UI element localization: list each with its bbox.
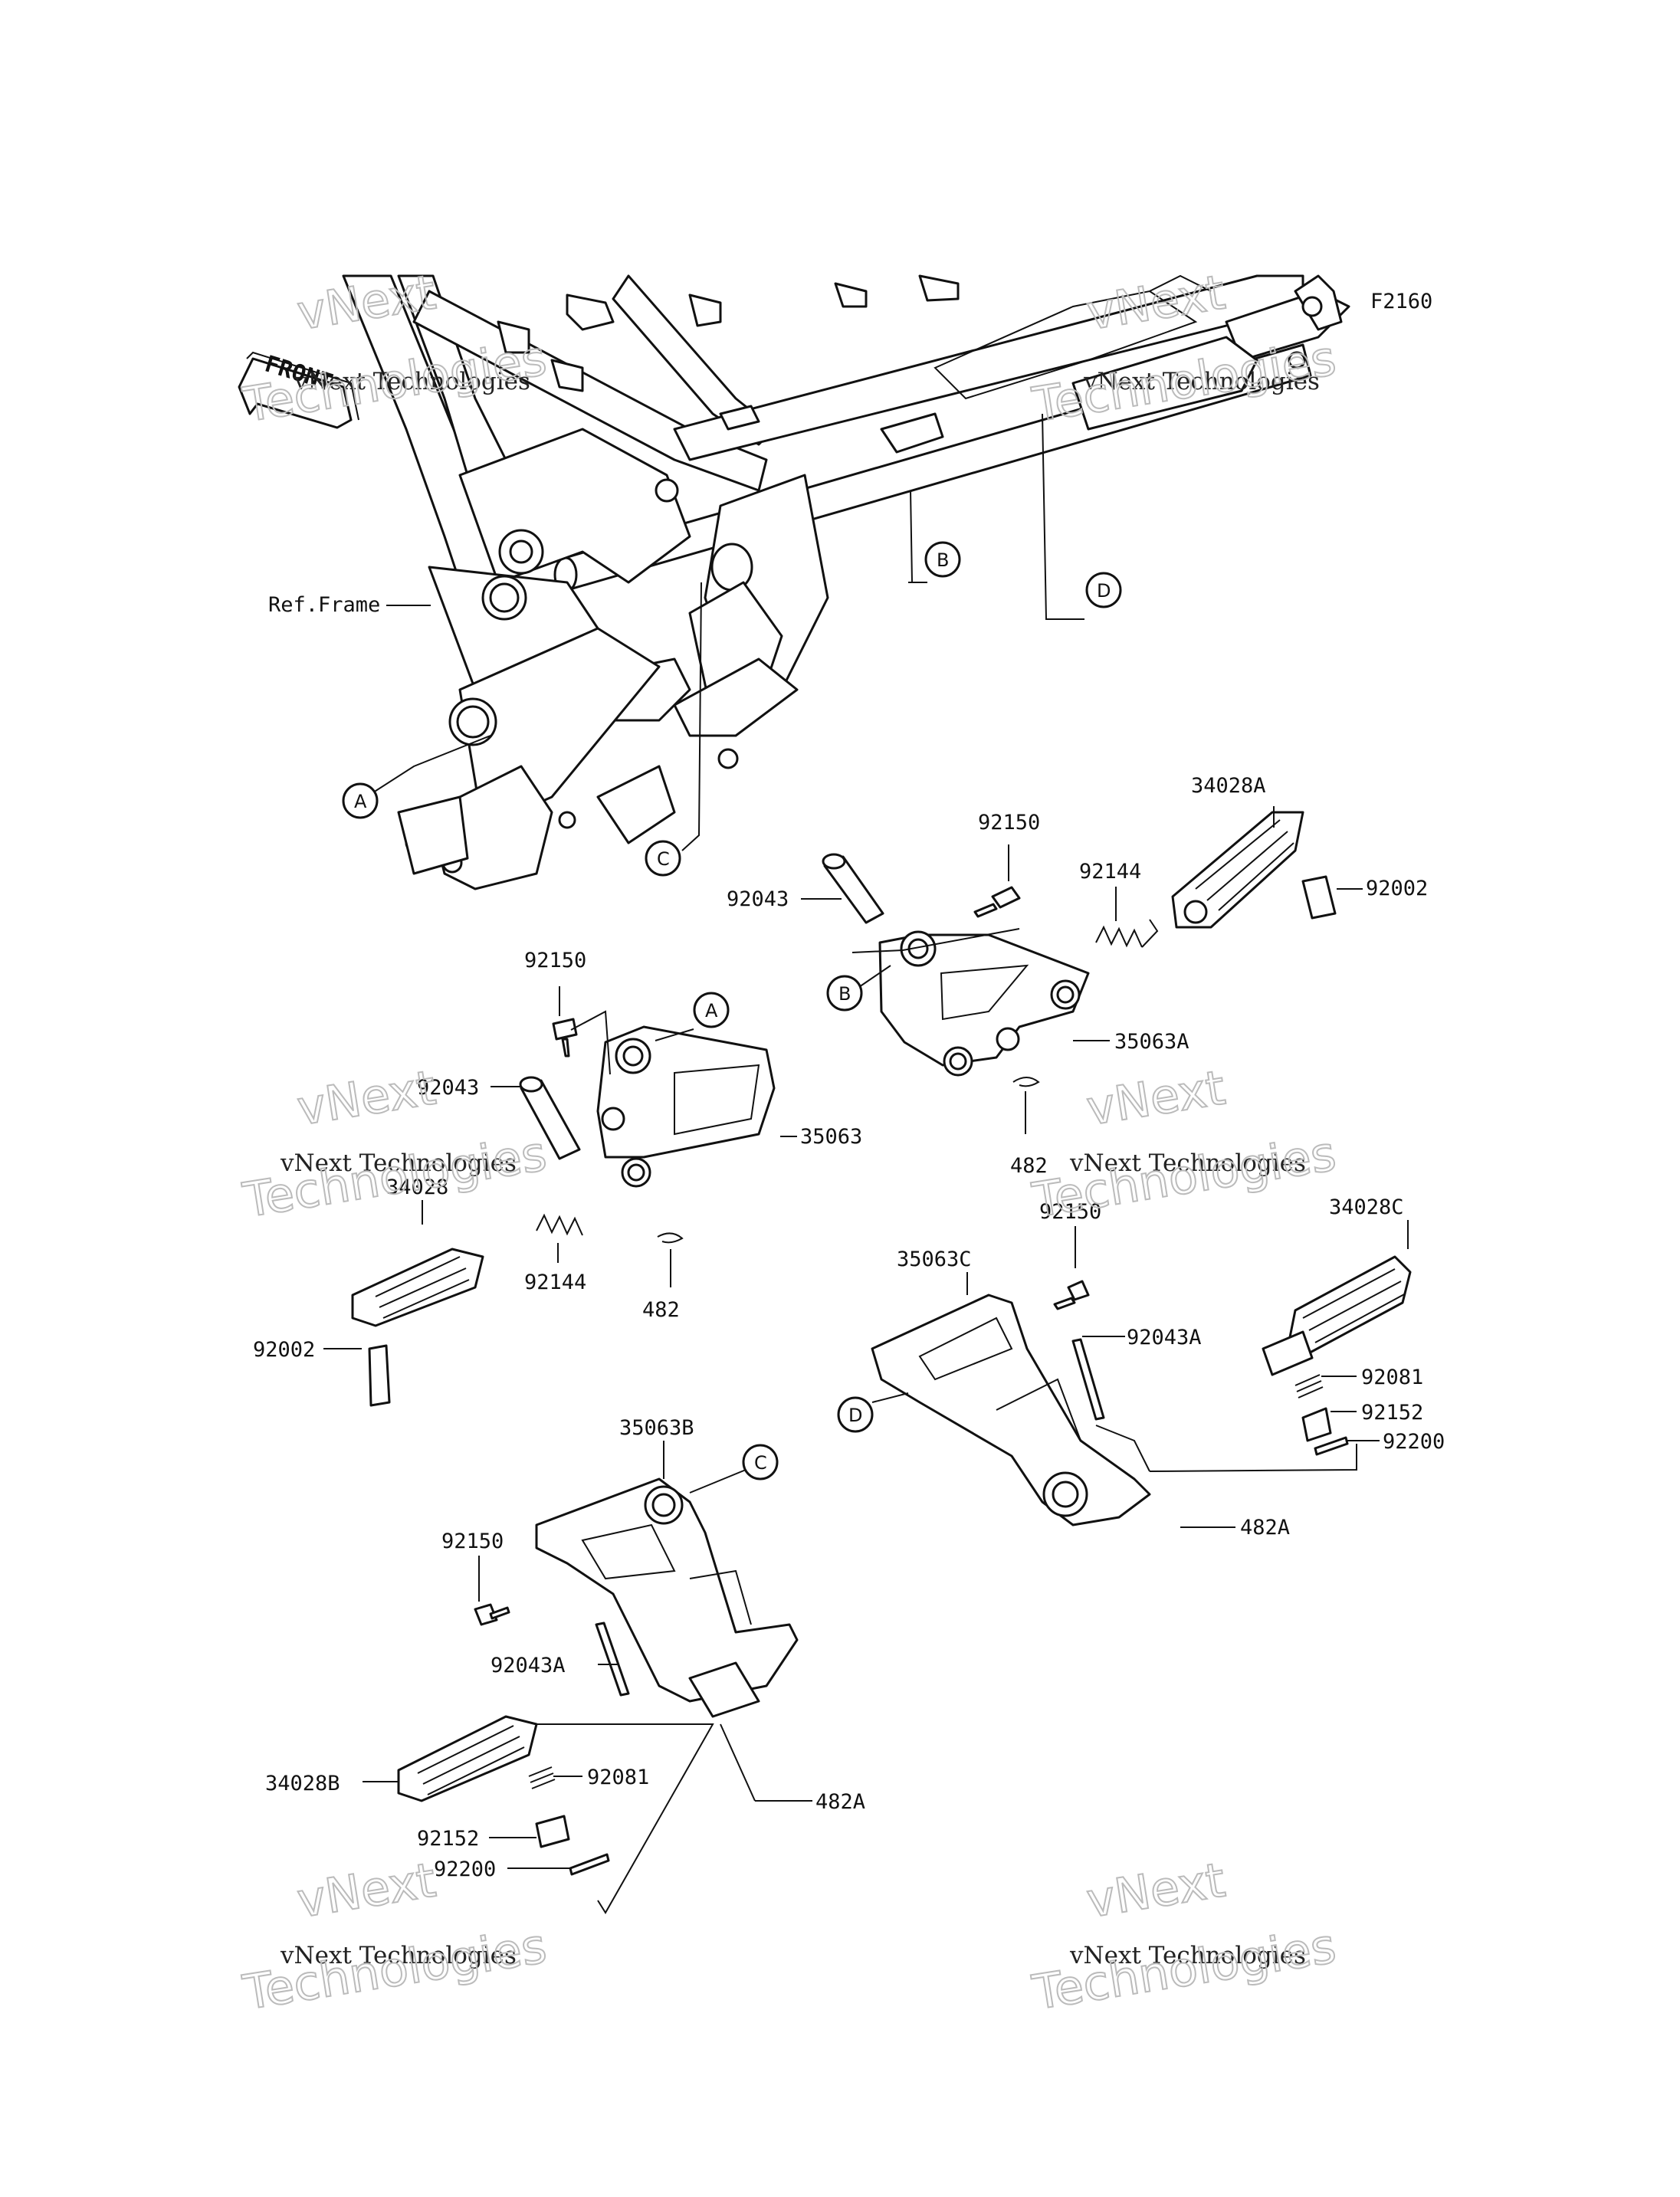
svg-text:vNext: vNext xyxy=(1083,1059,1229,1136)
svg-text:vNext Technologies: vNext Technologies xyxy=(1069,1942,1306,1969)
label-92150: 92150 xyxy=(1039,1200,1101,1224)
callout-d-assembly: D xyxy=(837,1396,874,1433)
figure-code: F2160 xyxy=(1370,290,1432,313)
label-35063a: 35063A xyxy=(1114,1030,1189,1054)
callout-c-frame: C xyxy=(645,840,681,877)
footrest-assembly-left-lower xyxy=(397,1477,799,1876)
svg-text:Technologies: Technologies xyxy=(239,1125,550,1228)
svg-text:B: B xyxy=(937,549,949,571)
part-labels: 92150 34028A 92043 92144 92002 35063A 48… xyxy=(253,774,1445,1881)
frame-assembly xyxy=(342,274,1350,890)
label-92081: 92081 xyxy=(587,1766,649,1789)
callout-b-assembly: B xyxy=(826,975,863,1012)
svg-text:D: D xyxy=(848,1405,862,1426)
label-92043a: 92043A xyxy=(491,1654,566,1677)
label-482a: 482A xyxy=(815,1790,865,1814)
svg-text:vNext Technologies: vNext Technologies xyxy=(1083,368,1320,395)
watermark-mid-left: vNext vNext Technologies Technologies xyxy=(238,1058,551,1229)
svg-text:vNext: vNext xyxy=(294,1059,439,1136)
leader-lines xyxy=(323,806,1409,1914)
footrest-assembly-right-upper xyxy=(822,811,1337,1087)
svg-text:vNext: vNext xyxy=(1083,1851,1229,1928)
label-92150: 92150 xyxy=(441,1530,504,1553)
svg-text:C: C xyxy=(754,1452,767,1474)
callout-b-leader xyxy=(908,490,927,583)
callout-a-frame: A xyxy=(342,782,379,819)
svg-text:vNext Technologies: vNext Technologies xyxy=(280,1942,517,1969)
svg-text:Technologies: Technologies xyxy=(239,1917,550,2021)
label-92152: 92152 xyxy=(1361,1401,1423,1425)
label-92150: 92150 xyxy=(524,949,586,972)
callout-b-frame: B xyxy=(924,541,961,578)
label-92043a: 92043A xyxy=(1127,1326,1202,1349)
svg-text:A: A xyxy=(354,791,367,812)
svg-text:D: D xyxy=(1097,580,1111,602)
footrest-assembly-right-lower xyxy=(871,1255,1412,1526)
ref-frame-label: Ref.Frame xyxy=(268,593,380,617)
watermark-mid-right: vNext vNext Technologies Technologies xyxy=(1028,1058,1340,1229)
label-92002: 92002 xyxy=(1366,877,1428,900)
label-92144: 92144 xyxy=(1079,860,1141,884)
label-482: 482 xyxy=(642,1298,680,1322)
callout-c-assembly: C xyxy=(742,1444,779,1481)
svg-text:Technologies: Technologies xyxy=(1029,1917,1340,2021)
svg-text:vNext Technologies: vNext Technologies xyxy=(294,368,530,395)
svg-text:vNext Technologies: vNext Technologies xyxy=(1069,1149,1306,1177)
label-34028c: 34028C xyxy=(1329,1195,1404,1219)
svg-text:Technologies: Technologies xyxy=(1029,1125,1340,1228)
label-92150: 92150 xyxy=(978,811,1040,835)
label-92043: 92043 xyxy=(727,887,789,911)
label-92144: 92144 xyxy=(524,1271,586,1294)
svg-text:B: B xyxy=(838,983,851,1005)
label-34028: 34028 xyxy=(386,1176,448,1199)
label-92152: 92152 xyxy=(417,1827,479,1851)
label-35063b: 35063B xyxy=(619,1416,694,1440)
callout-a-assembly: A xyxy=(693,992,730,1028)
label-92200: 92200 xyxy=(1383,1430,1445,1454)
callout-d-leader xyxy=(1042,413,1084,620)
label-482: 482 xyxy=(1010,1154,1048,1178)
watermark-bottom-right: vNext vNext Technologies Technologies xyxy=(1028,1851,1340,2022)
svg-text:vNext: vNext xyxy=(294,1851,439,1928)
label-35063c: 35063C xyxy=(897,1248,972,1271)
label-482a: 482A xyxy=(1240,1516,1290,1540)
callout-c-leader xyxy=(681,582,702,851)
footrest-assembly-left-upper xyxy=(351,1018,776,1407)
label-34028a: 34028A xyxy=(1191,774,1266,798)
label-92002: 92002 xyxy=(253,1338,315,1362)
label-92043: 92043 xyxy=(417,1076,479,1100)
watermark-bottom-left: vNext vNext Technologies Technologies xyxy=(238,1851,551,2022)
svg-text:A: A xyxy=(705,1000,718,1021)
label-92200: 92200 xyxy=(434,1858,496,1881)
svg-text:C: C xyxy=(657,848,670,870)
label-34028b: 34028B xyxy=(265,1772,340,1795)
svg-text:vNext Technologies: vNext Technologies xyxy=(280,1149,517,1177)
label-92081: 92081 xyxy=(1361,1366,1423,1389)
callout-a-leader xyxy=(359,735,491,802)
callout-d-frame: D xyxy=(1085,572,1122,608)
label-35063: 35063 xyxy=(800,1125,862,1149)
